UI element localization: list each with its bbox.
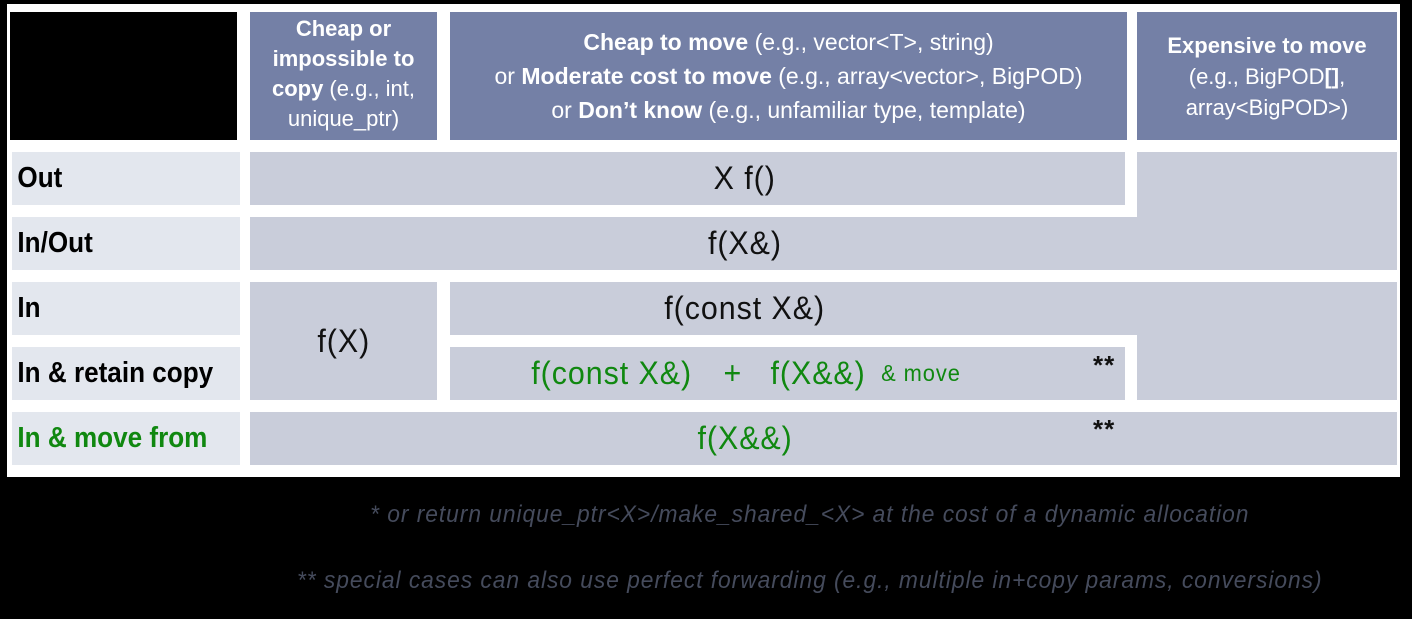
cell-inout-reference	[250, 217, 1397, 270]
and-move-suffix: & move	[880, 360, 961, 386]
cell-out-return-value	[250, 152, 1125, 205]
footnote-single-asterisk: * or return unique_ptr<X>/make_shared_<X…	[208, 500, 1412, 530]
code-text: X f()	[713, 160, 777, 196]
cell-expensive-in-merged	[1137, 282, 1397, 400]
plus-sign: +	[723, 355, 742, 391]
header-line-2: or Moderate cost to move (e.g., array<ve…	[450, 59, 1127, 93]
header-line-1: Expensive to move	[1137, 30, 1397, 61]
footnote-text: ** special cases can also use perfect fo…	[297, 567, 1323, 594]
header-line-3: array<BigPOD>)	[1137, 92, 1397, 123]
header-regular-text: (e.g., unfamiliar type, template)	[702, 97, 1026, 123]
code-text: f(X&&)	[697, 420, 793, 456]
header-bold-text: Cheap or impossible to copy	[271, 16, 415, 101]
row-label-in: In	[12, 282, 240, 335]
header-bold-text: Moderate cost to move	[521, 63, 772, 89]
double-asterisk-retain-copy: **	[1093, 350, 1116, 380]
code-text: f(const X&)	[531, 355, 693, 391]
header-bold-text: Expensive to move	[1167, 32, 1367, 58]
double-asterisk-move-from: **	[1093, 414, 1116, 444]
header-line-1: Cheap to move (e.g., vector<T>, string)	[450, 25, 1127, 59]
header-line-2: (e.g., BigPOD[],	[1137, 61, 1397, 92]
cell-move-from-rvalue-ref	[250, 412, 1397, 465]
column-header-expensive-to-move: Expensive to move (e.g., BigPOD[], array…	[1137, 12, 1397, 140]
header-regular-text: ,	[1339, 63, 1346, 89]
column-header-cheap-copy: Cheap or impossible to copy (e.g., int, …	[250, 12, 437, 140]
row-label-text: In/Out	[17, 227, 93, 259]
code-text: f(const X&)	[664, 290, 826, 326]
header-regular-text: array<BigPOD>)	[1185, 94, 1349, 120]
row-label-in-retain-copy: In & retain copy	[12, 347, 240, 400]
header-bold-text: Cheap to move	[583, 29, 749, 55]
header-regular-text: or	[551, 97, 579, 123]
row-label-in-move-from: In & move from	[12, 412, 240, 465]
code-text: f(X)	[317, 322, 370, 359]
code-move-from-signature: f(X&&)	[450, 412, 1040, 465]
cell-retain-copy-overloads	[450, 347, 1125, 400]
header-regular-text: (e.g., BigPOD	[1188, 63, 1325, 89]
row-label-out: Out	[12, 152, 240, 205]
footnote-double-asterisk: ** special cases can also use perfect fo…	[208, 566, 1412, 596]
code-inout-signature: f(X&)	[450, 217, 1040, 270]
header-bold-text: Don’t know	[578, 97, 703, 123]
footnote-text: * or return unique_ptr<X>/make_shared_<X…	[370, 501, 1250, 528]
code-out-signature: X f()	[450, 152, 1040, 205]
row-label-text: Out	[17, 162, 63, 194]
code-in-const-ref-signature: f(const X&)	[450, 282, 1040, 335]
header-regular-text: (e.g., vector<T>, string)	[748, 29, 994, 55]
header-regular-text: (e.g., array<vector>, BigPOD)	[771, 63, 1083, 89]
code-in-by-value-signature: f(X)	[250, 282, 437, 400]
cell-in-by-value	[250, 282, 437, 400]
row-label-in-out: In/Out	[12, 217, 240, 270]
code-text: f(X&&)	[770, 355, 867, 391]
header-regular-text: (e.g., int, unique_ptr)	[287, 76, 416, 131]
header-bold-text: []	[1324, 63, 1340, 89]
code-text: f(X&)	[707, 225, 782, 261]
row-label-text: In & move from	[17, 422, 208, 454]
row-label-text: In & retain copy	[17, 357, 214, 389]
row-label-text: In	[17, 292, 41, 324]
header-line-3: or Don’t know (e.g., unfamiliar type, te…	[450, 93, 1127, 127]
column-header-cheap-to-move: Cheap to move (e.g., vector<T>, string) …	[450, 12, 1127, 140]
code-retain-copy-signatures: f(const X&) + f(X&&) & move	[450, 347, 1040, 400]
corner-black-cell	[10, 12, 237, 140]
header-regular-text: or	[494, 63, 522, 89]
